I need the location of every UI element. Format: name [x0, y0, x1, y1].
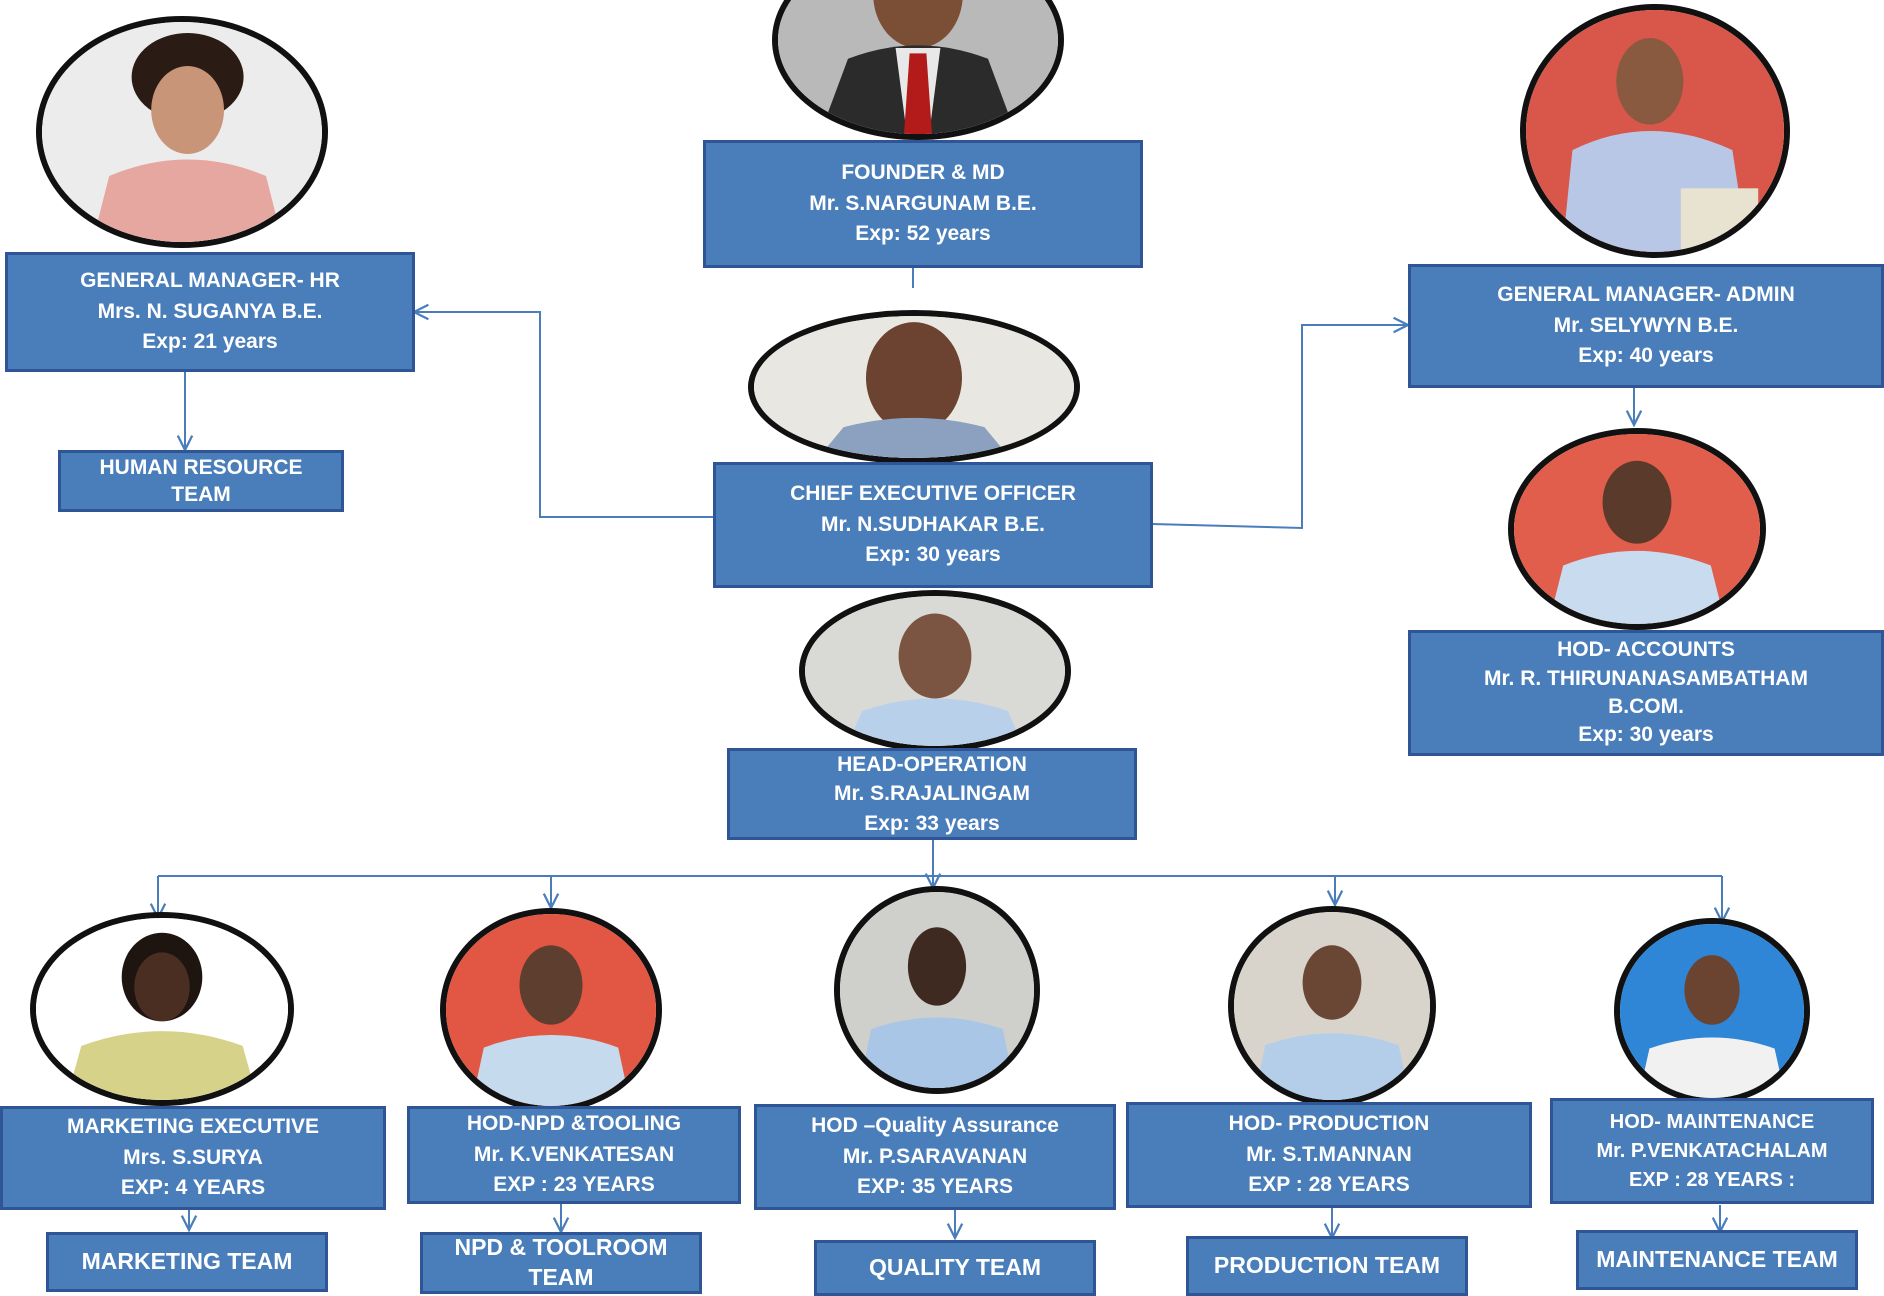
gm-hr-exp: Exp: 21 years [142, 330, 278, 354]
marketing-photo [30, 912, 294, 1106]
ceo-box: CHIEF EXECUTIVE OFFICER Mr. N.SUDHAKAR B… [713, 462, 1153, 588]
gm-hr-box: GENERAL MANAGER- HR Mrs. N. SUGANYA B.E.… [5, 252, 415, 372]
quality-photo [834, 886, 1040, 1094]
quality-box: HOD –Quality Assurance Mr. P.SARAVANAN E… [754, 1104, 1116, 1210]
marketing-team-box: MARKETING TEAM [46, 1232, 328, 1292]
gm-hr-name: Mrs. N. SUGANYA B.E. [97, 299, 323, 323]
maintenance-team-box: MAINTENANCE TEAM [1576, 1230, 1858, 1290]
maintenance-exp: EXP : 28 YEARS : [1629, 1168, 1795, 1191]
hod-accounts-exp: Exp: 30 years [1578, 723, 1714, 747]
gm-admin-name: Mr. SELYWYN B.E. [1553, 313, 1739, 337]
head-operation-name: Mr. S.RAJALINGAM [833, 782, 1030, 806]
head-operation-title: HEAD-OPERATION [837, 752, 1027, 776]
ceo-exp: Exp: 30 years [865, 543, 1001, 567]
hod-accounts-box: HOD- ACCOUNTS Mr. R. THIRUNANASAMBATHAM … [1408, 630, 1884, 756]
quality-name: Mr. P.SARAVANAN [842, 1144, 1028, 1168]
gm-hr-title: GENERAL MANAGER- HR [80, 269, 340, 293]
marketing-title: MARKETING EXECUTIVE [66, 1115, 320, 1139]
hod-accounts-title: HOD- ACCOUNTS [1557, 638, 1735, 662]
hod-accounts-photo [1508, 428, 1766, 630]
production-exp: EXP : 28 YEARS [1248, 1173, 1410, 1197]
ceo-title: CHIEF EXECUTIVE OFFICER [790, 482, 1076, 506]
founder-photo [772, 0, 1064, 140]
npd-photo [440, 908, 662, 1112]
npd-box: HOD-NPD &TOOLING Mr. K.VENKATESAN EXP : … [407, 1106, 741, 1204]
founder-title: FOUNDER & MD [841, 161, 1005, 185]
npd-name: Mr. K.VENKATESAN [473, 1142, 675, 1166]
ceo-name: Mr. N.SUDHAKAR B.E. [820, 512, 1046, 536]
maintenance-photo [1614, 918, 1810, 1104]
head-operation-photo [799, 590, 1071, 752]
marketing-team-label: MARKETING TEAM [81, 1248, 293, 1275]
founder-exp: Exp: 52 years [855, 222, 991, 246]
gm-hr-photo [36, 16, 328, 248]
marketing-box: MARKETING EXECUTIVE Mrs. S.SURYA EXP: 4 … [0, 1106, 386, 1210]
connector-ceo-gm-admin [1151, 325, 1408, 530]
head-operation-exp: Exp: 33 years [864, 811, 1000, 835]
marketing-exp: EXP: 4 YEARS [120, 1176, 266, 1200]
hr-team-label-2: TEAM [171, 483, 231, 506]
production-photo [1228, 906, 1436, 1106]
hod-accounts-qual: B.COM. [1608, 695, 1684, 718]
production-team-label: PRODUCTION TEAM [1213, 1252, 1441, 1279]
maintenance-title: HOD- MAINTENANCE [1609, 1110, 1815, 1133]
hr-team-box: HUMAN RESOURCE TEAM [58, 450, 344, 512]
npd-title: HOD-NPD &TOOLING [466, 1112, 682, 1136]
quality-team-box: QUALITY TEAM [814, 1240, 1096, 1296]
gm-admin-title: GENERAL MANAGER- ADMIN [1497, 283, 1795, 307]
maintenance-team-label: MAINTENANCE TEAM [1596, 1246, 1838, 1273]
quality-title: HOD –Quality Assurance [811, 1114, 1059, 1138]
gm-admin-photo [1520, 4, 1790, 258]
gm-admin-box: GENERAL MANAGER- ADMIN Mr. SELYWYN B.E. … [1408, 264, 1884, 388]
maintenance-name: Mr. P.VENKATACHALAM [1596, 1139, 1828, 1162]
maintenance-box: HOD- MAINTENANCE Mr. P.VENKATACHALAM EXP… [1550, 1098, 1874, 1204]
founder-name: Mr. S.NARGUNAM B.E. [809, 191, 1037, 215]
production-name: Mr. S.T.MANNAN [1246, 1142, 1412, 1166]
founder-box: FOUNDER & MD Mr. S.NARGUNAM B.E. Exp: 52… [703, 140, 1143, 268]
npd-team-label-2: TEAM [528, 1264, 594, 1290]
hod-accounts-name: Mr. R. THIRUNANASAMBATHAM [1484, 666, 1808, 690]
npd-team-box: NPD & TOOLROOM TEAM [420, 1232, 702, 1294]
head-operation-box: HEAD-OPERATION Mr. S.RAJALINGAM Exp: 33 … [727, 748, 1137, 840]
gm-admin-exp: Exp: 40 years [1578, 344, 1714, 368]
hr-team-label-1: HUMAN RESOURCE [99, 455, 303, 479]
quality-team-label: QUALITY TEAM [868, 1254, 1042, 1281]
ceo-photo [748, 310, 1080, 464]
production-title: HOD- PRODUCTION [1228, 1112, 1430, 1136]
marketing-name: Mrs. S.SURYA [123, 1145, 263, 1169]
production-team-box: PRODUCTION TEAM [1186, 1236, 1468, 1296]
npd-exp: EXP : 23 YEARS [493, 1173, 655, 1197]
production-box: HOD- PRODUCTION Mr. S.T.MANNAN EXP : 28 … [1126, 1102, 1532, 1208]
connector-ceo-gm-hr [414, 312, 715, 518]
quality-exp: EXP: 35 YEARS [856, 1175, 1013, 1199]
npd-team-label-1: NPD & TOOLROOM [454, 1234, 668, 1261]
